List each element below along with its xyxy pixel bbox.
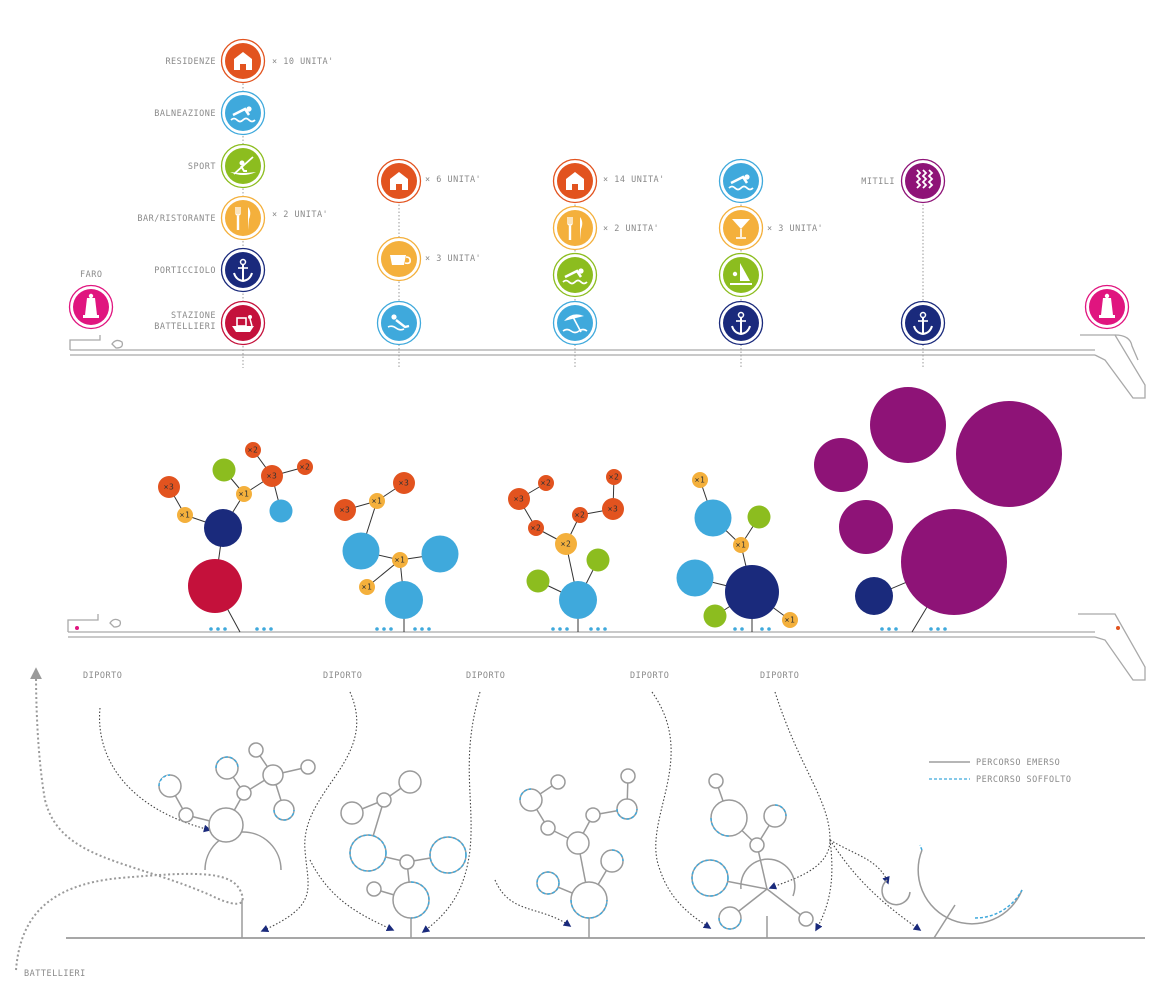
multiplier-tag: ×2 (531, 524, 542, 533)
coastline-middle (67, 613, 1146, 681)
multiplier-tag: ×2 (609, 473, 620, 482)
count-c2-residenze: × 6 UNITA' (425, 175, 481, 185)
label-porticciolo: PORTICCIOLO (154, 266, 216, 276)
residenze-icon (376, 158, 422, 204)
multiplier-tag: ×3 (340, 506, 351, 515)
residenze-icon (552, 158, 598, 204)
multiplier-tag: ×3 (608, 505, 619, 514)
path-tree-3 (519, 768, 638, 938)
count-c3-bar: × 2 UNITA' (603, 224, 659, 234)
faro-left: FARO (68, 270, 114, 330)
swimmer-icon (220, 90, 266, 136)
column-1: RESIDENZE BALNEAZIONE SPORT BAR/RISTORAN… (137, 38, 334, 346)
dock-dots (209, 627, 947, 631)
multiplier-tag: ×1 (785, 616, 796, 625)
multiplier-tag: ×2 (300, 463, 311, 472)
column-3: × 14 UNITA' × 2 UNITA' (552, 158, 665, 346)
label-diporto-2: DIPORTO (323, 671, 362, 681)
path-legend: PERCORSO EMERSO PERCORSO SOFFOLTO (929, 758, 1072, 785)
umbrella-icon (552, 300, 598, 346)
column-4: × 3 UNITA' (718, 158, 823, 346)
multiplier-tag: ×1 (372, 497, 383, 506)
count-c4-cocktail: × 3 UNITA' (767, 224, 823, 234)
multiplier-tag: ×1 (362, 583, 373, 592)
legend-soffolto: PERCORSO SOFFOLTO (976, 775, 1072, 785)
label-balneazione: BALNEAZIONE (154, 109, 216, 119)
cluster-1: ×1 ×3 ×1 ×3 ×2 ×2 (158, 442, 313, 633)
label-stazione: STAZIONE (171, 311, 216, 321)
multiplier-tag: ×3 (164, 483, 175, 492)
cutlery-icon (220, 195, 266, 241)
residenze-icon (220, 38, 266, 84)
cluster-5 (814, 387, 1062, 633)
multiplier-tag: ×2 (541, 479, 552, 488)
label-diporto-1: DIPORTO (83, 671, 122, 681)
swimmer-icon (552, 252, 598, 298)
cluster-4: ×1 ×1 ×1 (676, 472, 798, 632)
anchor-icon (900, 300, 946, 346)
battellieri-path (15, 667, 244, 971)
label-diporto-3: DIPORTO (466, 671, 505, 681)
multiplier-tag: ×1 (695, 476, 706, 485)
section-program-icons: RESIDENZE BALNEAZIONE SPORT BAR/RISTORAN… (68, 38, 1146, 399)
multiplier-tag: ×2 (248, 446, 259, 455)
boat-icon (220, 300, 266, 346)
lighthouse-icon (68, 284, 114, 330)
diporto-arrows (98, 691, 922, 933)
label-diporto-4: DIPORTO (630, 671, 669, 681)
multiplier-tag: ×1 (736, 541, 747, 550)
anchor-icon (220, 247, 266, 293)
section-paths: DIPORTO DIPORTO DIPORTO DIPORTO DIPORTO … (15, 667, 1145, 979)
path-tree-1 (158, 742, 316, 938)
kayak-icon (220, 143, 266, 189)
section-bubble-clusters: ×1 ×3 ×1 ×3 ×2 ×2 (67, 387, 1146, 681)
diver-icon (376, 300, 422, 346)
lighthouse-icon (1084, 284, 1130, 330)
count-c2-cafe: × 3 UNITA' (425, 254, 481, 264)
path-tree-2 (340, 770, 467, 938)
label-battellieri: BATTELLIERI (24, 969, 86, 979)
label-mitili: MITILI (861, 177, 895, 187)
count-c1-residenze: × 10 UNITA' (272, 57, 334, 67)
column-5: MITILI (861, 158, 946, 346)
label-diporto-5: DIPORTO (760, 671, 799, 681)
windsurf-icon (718, 252, 764, 298)
cocktail-icon (718, 205, 764, 251)
swimmer-icon (718, 158, 764, 204)
count-c1-bar: × 2 UNITA' (272, 210, 328, 220)
cluster-2: ×1 ×1 ×1 ×3 ×3 (334, 472, 459, 632)
count-c3-residenze: × 14 UNITA' (603, 175, 665, 185)
label-sport: SPORT (188, 162, 216, 172)
label-faro: FARO (80, 270, 102, 280)
label-residenze: RESIDENZE (165, 57, 216, 67)
path-tree-4 (691, 773, 814, 938)
column-2: × 6 UNITA' × 3 UNITA' (376, 158, 481, 346)
multiplier-tag: ×2 (561, 540, 572, 549)
multiplier-tag: ×3 (514, 495, 525, 504)
faro-right (1084, 284, 1130, 330)
cluster-3: ×2 ×2 ×3 ×2 ×2 ×3 ×2 (508, 469, 624, 632)
label-bar-ristorante: BAR/RISTORANTE (137, 214, 216, 224)
multiplier-tag: ×3 (267, 472, 278, 481)
multiplier-tag: ×3 (399, 479, 410, 488)
coastline-top (69, 334, 1146, 399)
cup-icon (376, 236, 422, 282)
label-battellieri: BATTELLIERI (154, 322, 216, 332)
path-tree-5 (881, 844, 1023, 939)
mussels-icon (900, 158, 946, 204)
legend-emerso: PERCORSO EMERSO (976, 758, 1060, 768)
multiplier-tag: ×2 (575, 511, 586, 520)
anchor-icon (718, 300, 764, 346)
multiplier-tag: ×1 (180, 511, 191, 520)
multiplier-tag: ×1 (395, 556, 406, 565)
multiplier-tag: ×1 (239, 490, 250, 499)
cutlery-icon (552, 205, 598, 251)
